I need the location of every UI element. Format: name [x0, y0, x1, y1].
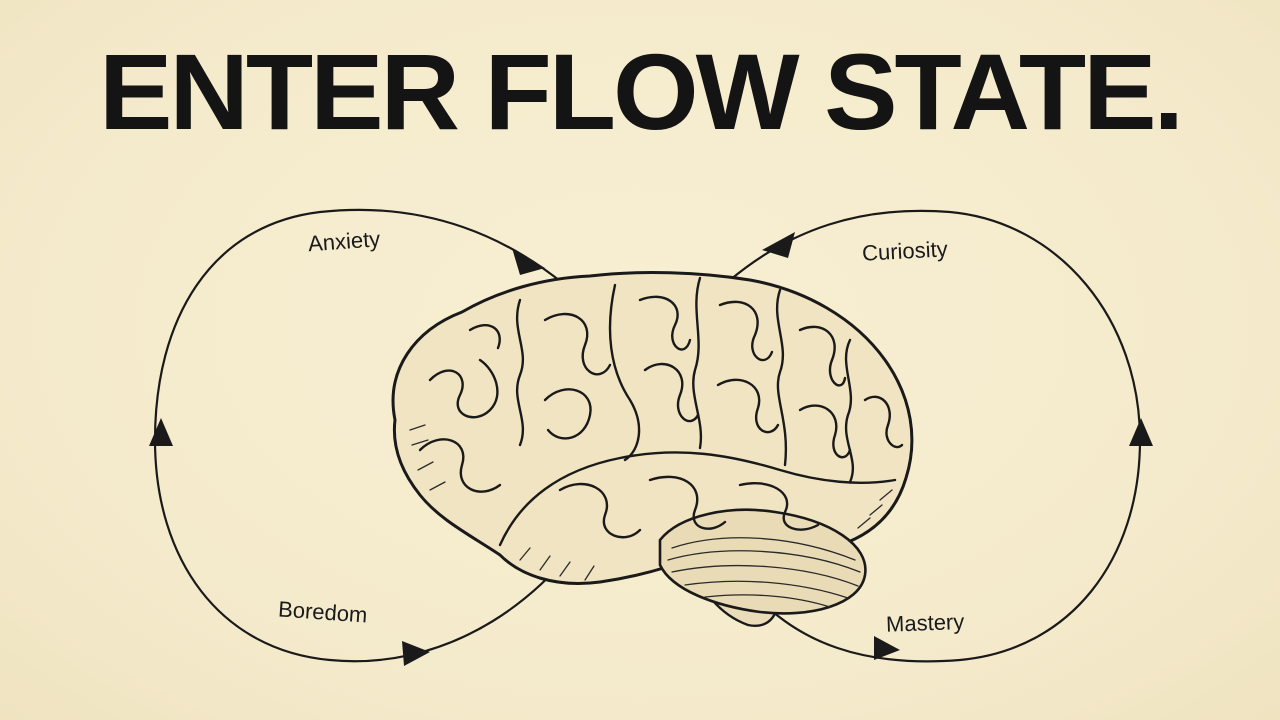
brain-gyrus: [468, 324, 501, 350]
brain-gyrus: [798, 404, 852, 459]
arrow-curiosity-icon: [762, 232, 795, 258]
arrow-right-up-icon: [1129, 418, 1153, 446]
brain-sulcus: [515, 298, 525, 447]
brain-gyrus: [643, 362, 700, 423]
label-boredom: Boredom: [277, 596, 368, 627]
brain-gyrus: [798, 325, 847, 387]
label-mastery: Mastery: [886, 609, 965, 637]
brain-shading: [857, 489, 893, 529]
brain-sulcus: [608, 283, 641, 462]
brain-icon: [391, 271, 914, 628]
brain-gyrus: [863, 395, 904, 449]
cerebellum-fold: [671, 537, 856, 561]
brain-sulcus: [498, 451, 897, 547]
cerebellum-fold: [704, 594, 831, 608]
arrow-mastery-icon: [874, 636, 900, 660]
brain-gyrus: [716, 378, 780, 434]
brain-shading: [409, 424, 446, 491]
brain-gyrus: [738, 482, 820, 531]
label-anxiety: Anxiety: [307, 226, 381, 256]
brain-gyrus: [638, 295, 692, 351]
brain-gyrus: [543, 312, 612, 376]
arrow-anxiety-icon: [512, 248, 545, 275]
label-curiosity: Curiosity: [861, 236, 948, 265]
brain-gyrus: [543, 388, 592, 440]
arrow-boredom-icon: [402, 641, 430, 666]
brain-shading: [519, 547, 595, 581]
brain-gyrus: [428, 358, 499, 419]
brain-gyrus: [648, 475, 727, 530]
brain-cerebellum: [658, 508, 867, 615]
cerebellum-fold: [684, 580, 849, 599]
poster-title: ENTER FLOW STATE.: [98, 31, 1184, 152]
cerebellum-fold: [671, 564, 859, 587]
brain-sulcus: [775, 288, 788, 467]
brain-gyrus: [718, 300, 774, 362]
brain-gyrus: [418, 438, 502, 493]
brain-gyrus: [558, 482, 642, 539]
loop-left-path: [153, 208, 642, 663]
cerebellum-fold: [667, 550, 861, 573]
arrow-left-up-icon: [149, 418, 173, 446]
brain-sulcus: [692, 276, 703, 450]
brain-sulcus: [844, 338, 855, 484]
